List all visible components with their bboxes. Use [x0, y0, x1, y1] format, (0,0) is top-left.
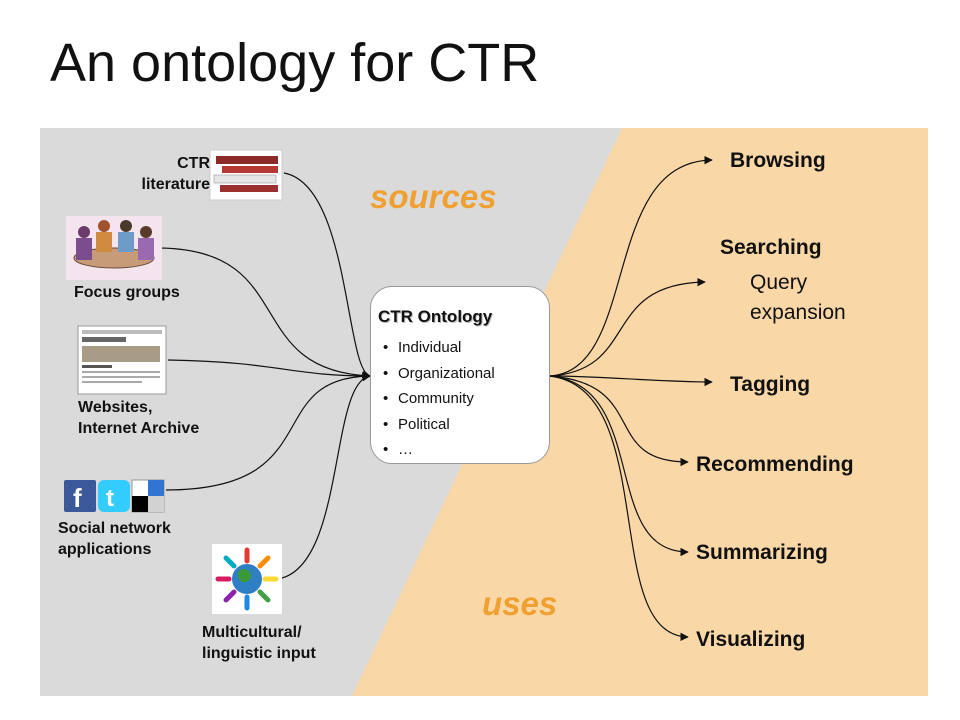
uses-heading: uses	[482, 585, 558, 622]
delicious-icon	[131, 479, 165, 513]
use-label-searching: Searching	[720, 236, 822, 259]
connector-browsing	[549, 155, 713, 377]
use-connectors	[549, 155, 713, 642]
use-label-tagging: Tagging	[730, 373, 811, 396]
use-label-summarizing: Summarizing	[696, 541, 828, 564]
ontology-item: Community	[383, 386, 495, 412]
focus-group-icon	[66, 216, 162, 280]
source-label-websites: Websites, Internet Archive	[78, 399, 200, 437]
ontology-list: Individual Organizational Community Poli…	[383, 335, 495, 463]
ontology-item: Political	[383, 412, 495, 438]
connector-searching	[549, 277, 706, 377]
globe-people-icon	[212, 544, 282, 614]
ontology-item: Individual	[383, 335, 495, 361]
books-icon	[209, 149, 283, 201]
use-label-recommending: Recommending	[696, 453, 854, 476]
ontology-title: CTR Ontology	[378, 307, 493, 326]
uses-region	[352, 128, 928, 696]
searching-sub-label: Query expansion	[750, 271, 846, 324]
connector-visualizing	[549, 375, 689, 642]
use-label-visualizing: Visualizing	[696, 628, 806, 651]
connector-websites	[167, 359, 371, 381]
source-label-social: Social network applications	[58, 520, 171, 558]
svg-text:t: t	[106, 485, 114, 512]
use-label-browsing: Browsing	[730, 149, 826, 172]
social-network-icons: f t	[64, 479, 165, 513]
ontology-box: CTR Ontology Individual Organizational C…	[370, 286, 550, 464]
source-label-focus-groups: Focus groups	[74, 284, 180, 301]
facebook-icon	[64, 480, 96, 512]
connector-recommending	[549, 375, 689, 467]
connector-focus-groups	[159, 247, 371, 380]
connector-tagging	[549, 375, 713, 387]
connector-social	[165, 371, 371, 491]
source-label-multicultural: Multicultural/ linguistic input	[202, 624, 316, 662]
source-label-literature: CTR literature	[141, 155, 210, 193]
webpage-thumbnail-icon	[77, 325, 167, 395]
ontology-item: …	[383, 437, 495, 463]
ontology-item: Organizational	[383, 361, 495, 387]
slide-title: An ontology for CTR	[50, 33, 540, 93]
svg-text:f: f	[73, 483, 82, 513]
connector-multicultural	[281, 373, 371, 579]
source-connectors	[159, 172, 371, 579]
connector-summarizing	[549, 375, 689, 557]
sources-heading: sources	[370, 178, 497, 215]
connector-literature	[283, 172, 371, 379]
twitter-icon	[98, 480, 130, 512]
